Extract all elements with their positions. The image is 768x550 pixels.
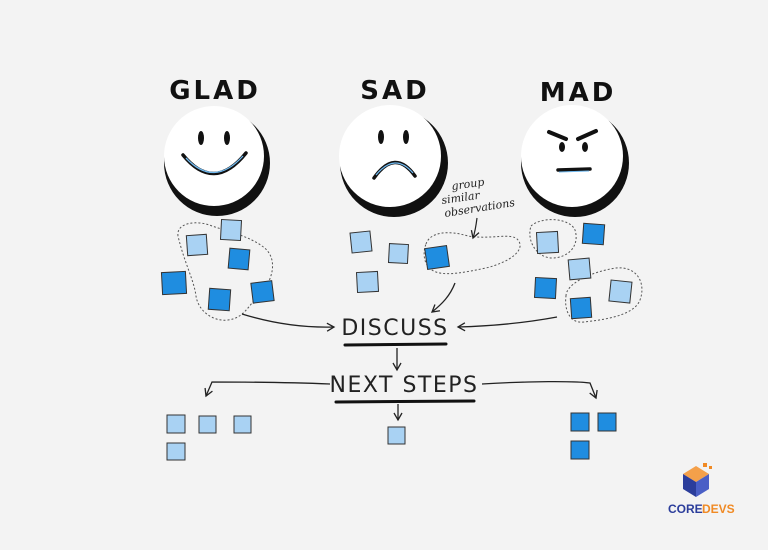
glad-notes xyxy=(160,218,275,312)
mad-title: MAD xyxy=(540,78,617,108)
sticky-note xyxy=(533,276,558,300)
sticky-note xyxy=(581,222,606,246)
mad-group-outline-bottom xyxy=(565,267,643,323)
sticky-note xyxy=(349,230,373,254)
middle-action-notes xyxy=(387,426,406,445)
sticky-note xyxy=(250,280,275,304)
mad-notes xyxy=(533,222,633,320)
sticky-note xyxy=(233,415,252,434)
sad-face-icon xyxy=(339,105,448,217)
mad-group-outline-top xyxy=(529,219,577,259)
sticky-note xyxy=(219,218,243,242)
right-action-notes xyxy=(570,412,617,460)
glad-to-discuss-arrow xyxy=(241,313,336,332)
cube-icon xyxy=(683,463,712,497)
discuss-underline xyxy=(343,342,448,347)
logo-word-core: CORE xyxy=(668,502,703,516)
annotation-line-1: group xyxy=(451,175,486,192)
sticky-note xyxy=(597,412,617,432)
mad-face-icon xyxy=(521,105,629,217)
sad-title: SAD xyxy=(360,76,429,106)
sticky-note xyxy=(608,279,633,304)
sticky-note xyxy=(185,233,209,257)
sticky-note xyxy=(207,287,232,312)
sticky-note xyxy=(166,442,186,461)
glad-group-outline xyxy=(177,222,273,321)
left-action-notes xyxy=(166,414,252,461)
next-steps-underline xyxy=(334,399,476,404)
glad-title: GLAD xyxy=(169,76,261,106)
sticky-note xyxy=(355,270,380,294)
sticky-note xyxy=(569,296,593,320)
next-to-left-arrow xyxy=(204,381,331,398)
next-to-right-arrow xyxy=(481,380,598,400)
annotation-arrow xyxy=(470,217,480,240)
sticky-note xyxy=(567,257,592,281)
sticky-note xyxy=(160,270,188,296)
sticky-note xyxy=(387,243,409,265)
sticky-note xyxy=(387,426,406,445)
next-steps-label: NEXT STEPS xyxy=(329,373,478,398)
core-devs-logo[interactable]: CORE DEVS xyxy=(668,463,735,516)
glad-face-icon xyxy=(164,106,270,216)
discuss-label: DISCUSS xyxy=(341,316,448,341)
sticky-note xyxy=(570,412,590,432)
sad-notes xyxy=(349,230,450,294)
sticky-note xyxy=(570,440,590,460)
logo-word-devs: DEVS xyxy=(702,502,735,516)
mad-to-discuss-arrow xyxy=(456,316,558,332)
sad-to-discuss-arrow xyxy=(430,282,456,313)
sticky-note xyxy=(535,230,560,255)
sad-group-outline xyxy=(423,232,521,275)
group-similar-annotation: group similar observations xyxy=(441,175,516,240)
annotation-line-2: similar xyxy=(441,189,482,207)
sticky-note xyxy=(166,414,186,434)
sticky-note xyxy=(424,245,450,270)
sticky-note xyxy=(227,247,251,271)
sticky-note xyxy=(198,415,217,434)
